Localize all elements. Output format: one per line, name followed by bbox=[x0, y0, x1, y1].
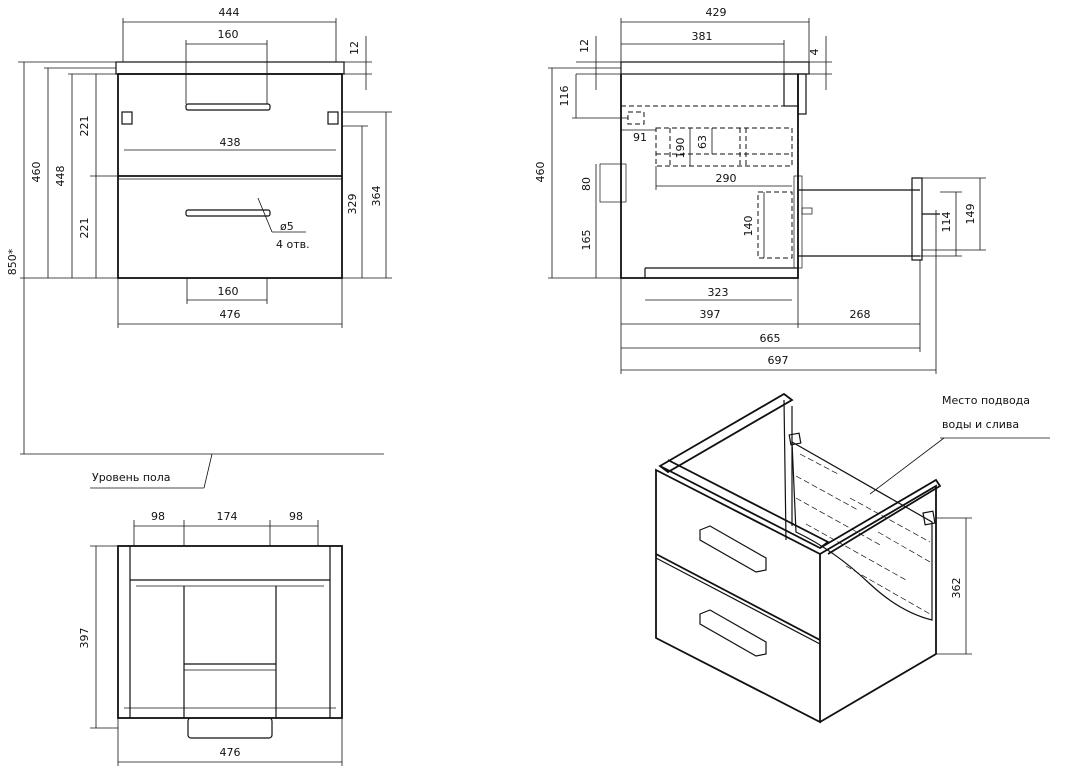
dim-overall-697: 697 bbox=[768, 354, 789, 367]
dim-cutout-190: 190 bbox=[674, 138, 687, 159]
dim-bracket-high: 364 bbox=[370, 186, 383, 207]
dim-lower-drawer: 221 bbox=[78, 218, 91, 239]
dim-side-total-height: 460 bbox=[534, 162, 547, 183]
dim-top-left-98: 98 bbox=[151, 510, 165, 523]
dim-cutout-140: 140 bbox=[742, 216, 755, 237]
iso-service-cutout bbox=[791, 440, 933, 621]
lower-handle bbox=[185, 209, 271, 217]
front-view: 444 160 12 438 460 448 221 221 850* ø5 bbox=[6, 6, 392, 454]
side-view: 429 381 12 4 460 116 91 190 63 290 80 16… bbox=[534, 6, 986, 374]
hole-count-label: 4 отв. bbox=[276, 238, 310, 251]
floor-level: Уровень пола bbox=[20, 453, 384, 489]
hole-diameter-label: ø5 bbox=[280, 220, 294, 233]
callout-line-2: воды и слива bbox=[942, 418, 1019, 431]
dim-upper-zone: 116 bbox=[558, 86, 571, 107]
dim-bracket-low: 329 bbox=[346, 194, 359, 215]
dim-overall-665: 665 bbox=[760, 332, 781, 345]
dim-side-inner-depth: 381 bbox=[692, 30, 713, 43]
dim-cutout-165: 165 bbox=[580, 230, 593, 251]
dim-body-width: 476 bbox=[220, 308, 241, 321]
front-countertop bbox=[115, 61, 345, 75]
upper-handle bbox=[185, 103, 271, 111]
side-countertop bbox=[620, 61, 810, 75]
dim-top-center-174: 174 bbox=[217, 510, 238, 523]
dim-body-height: 448 bbox=[54, 166, 67, 187]
dim-upper-drawer: 221 bbox=[78, 116, 91, 137]
top-view-handle bbox=[187, 717, 273, 739]
dim-side-gap: 4 bbox=[808, 49, 821, 56]
side-body bbox=[620, 74, 799, 279]
dim-cutout-80: 80 bbox=[580, 177, 593, 191]
dim-side-top-thickness: 12 bbox=[578, 39, 591, 53]
dim-top-right-98: 98 bbox=[289, 510, 303, 523]
dim-iso-362: 362 bbox=[950, 578, 963, 599]
iso-upper-handle bbox=[699, 525, 767, 573]
top-view-body bbox=[117, 545, 343, 719]
floor-label: Уровень пола bbox=[92, 471, 171, 484]
dim-inner-width: 438 bbox=[220, 136, 241, 149]
callout-line-1: Место подвода bbox=[942, 394, 1030, 407]
dim-top-width-476: 476 bbox=[220, 746, 241, 759]
dim-bottom-323: 323 bbox=[708, 286, 729, 299]
dim-depth-397: 397 bbox=[700, 308, 721, 321]
dim-side-top-depth: 429 bbox=[706, 6, 727, 19]
dim-cutout-63: 63 bbox=[696, 135, 709, 149]
dim-top-width: 444 bbox=[219, 6, 240, 19]
dim-top-depth-397: 397 bbox=[78, 628, 91, 649]
dim-drawer-ext: 268 bbox=[850, 308, 871, 321]
dim-bracket-149: 149 bbox=[964, 204, 977, 225]
dim-floor-height: 850* bbox=[6, 248, 19, 275]
iso-lower-handle bbox=[699, 609, 767, 657]
isometric-view: Место подвода воды и слива 362 bbox=[655, 392, 1050, 724]
dim-bracket-114: 114 bbox=[940, 212, 953, 233]
dim-total-height: 460 bbox=[30, 162, 43, 183]
dim-hole-offset: 91 bbox=[633, 131, 647, 144]
top-view: 98 174 98 397 476 bbox=[78, 510, 343, 766]
dim-countertop-thickness: 12 bbox=[348, 41, 361, 55]
dim-handle-top: 160 bbox=[218, 28, 239, 41]
bracket-left bbox=[121, 111, 133, 125]
bracket-right bbox=[327, 111, 339, 125]
iso-side-face bbox=[819, 484, 937, 723]
dim-handle-bottom: 160 bbox=[218, 285, 239, 298]
dim-cutout-290: 290 bbox=[716, 172, 737, 185]
